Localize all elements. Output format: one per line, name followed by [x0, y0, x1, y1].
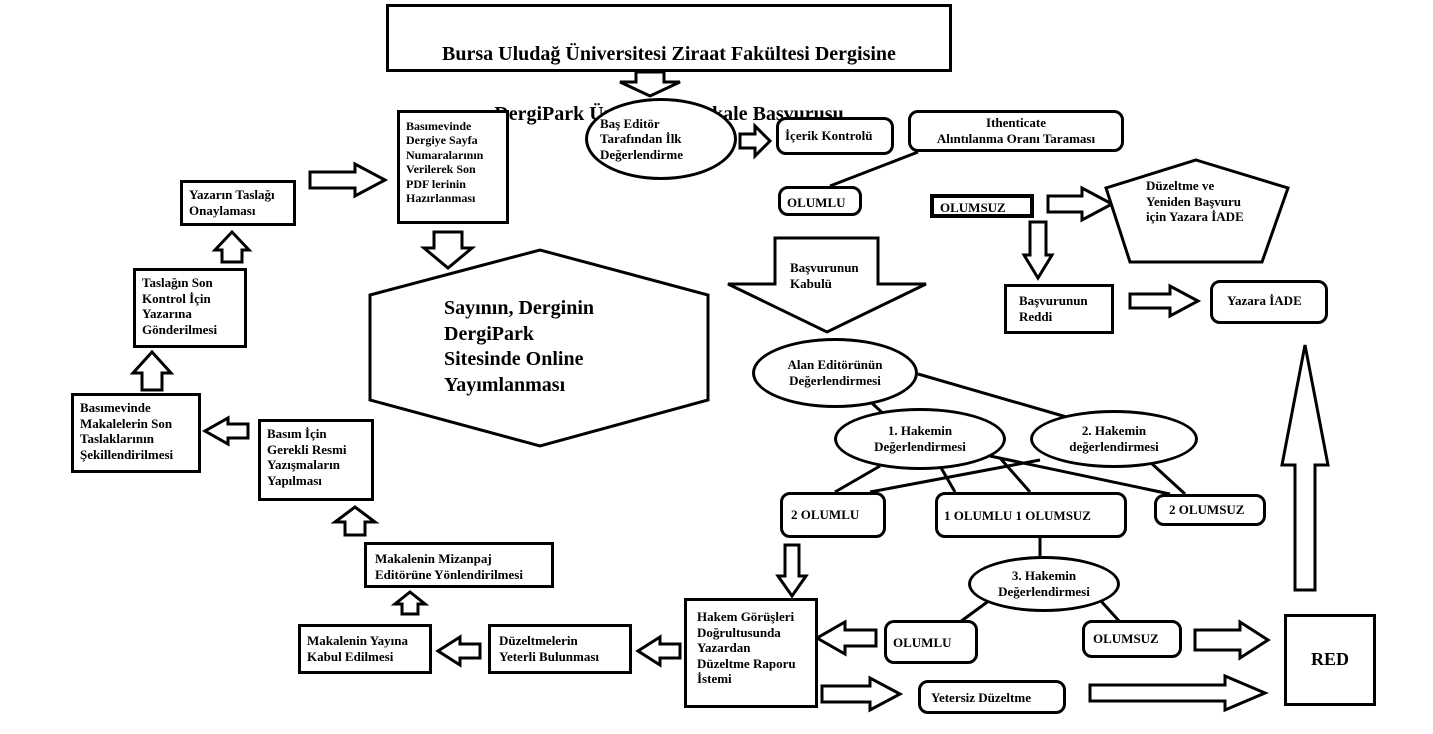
iki-olumlu-node: 2 OLUMLU [780, 492, 886, 538]
olumlu-top-node: OLUMLU [778, 186, 862, 216]
makalenin-kabul-node: Makalenin Yayına Kabul Edilmesi [298, 624, 432, 674]
arrow-up-taslagin [211, 229, 253, 264]
hexagon-sayinin [368, 248, 710, 448]
basvurunun-kabulu-label: Başvurunun Kabulü [790, 260, 859, 291]
arrow-left-duzeltme [435, 634, 482, 668]
arrow-down-olumsuz [1021, 220, 1055, 281]
iki-olumsuz-node: 2 OLUMSUZ [1154, 494, 1266, 526]
arrow-right-editor [738, 122, 773, 160]
connector-hakem2-2olumsuz [1148, 460, 1187, 496]
connector-hakem2-2olumlu [869, 458, 1041, 494]
arrow-right-yetersiz [1088, 673, 1269, 713]
hakem1-node: 1. Hakemin Değerlendirmesi [834, 408, 1006, 470]
arrow-down-basimevinde-sayfa [419, 230, 477, 270]
arrow-down-kabul [727, 236, 927, 334]
hakem2-node: 2. Hakemin değerlendirmesi [1030, 410, 1198, 468]
red-node: RED [1284, 614, 1376, 706]
arrow-up-kabul [390, 590, 430, 616]
sayinin-label: Sayının, Derginin DergiPark Sitesinde On… [444, 297, 595, 396]
arrow-down-title [619, 70, 681, 98]
arrow-right-reddi [1128, 283, 1202, 319]
pentagon-duzeltme-iade [1104, 158, 1290, 264]
connector-hakem1-1olumlu [938, 465, 957, 493]
connector-hakem1-2olumlu [834, 464, 881, 494]
yazara-iade-node: Yazara İADE [1210, 280, 1328, 324]
connector-olumlu-icerik [829, 150, 919, 188]
olumsuz-bottom-node: OLUMSUZ [1082, 620, 1182, 658]
basimevinde-sayfa-node: Basımevinde Dergiye Sayfa Numaralarının … [397, 110, 509, 224]
arrow-right-olumsuz [1046, 185, 1116, 223]
duzeltme-iade-label: Düzeltme ve Yeniden Başvuru için Yazara … [1146, 178, 1244, 225]
yetersiz-duzeltme-node: Yetersiz Düzeltme [918, 680, 1066, 714]
arrow-left-basim [201, 415, 250, 447]
icerik-kontrolu-node: İçerik Kontrolü [776, 117, 894, 155]
hakem3-node: 3. Hakemin Değerlendirmesi [968, 556, 1120, 612]
arrow-up-red [1280, 344, 1330, 592]
arrow-right-hakem-gorusleri [820, 675, 904, 713]
olumlu-bottom-node: OLUMLU [884, 620, 978, 664]
basim-icin-node: Basım İçin Gerekli Resmi Yazışmaların Ya… [258, 419, 374, 501]
duzeltmelerin-yeterli-node: Düzeltmelerin Yeterli Bulunması [488, 624, 632, 674]
connector-hakem2-1olumlu [998, 457, 1032, 493]
arrow-down-2olumlu [775, 543, 809, 599]
bir-olumlu-bir-olumsuz-node: 1 OLUMLU 1 OLUMSUZ [935, 492, 1127, 538]
taslagin-son-node: Taslağın Son Kontrol İçin Yazarına Gönde… [133, 268, 247, 348]
hakem-gorusleri-node: Hakem Görüşleri Doğrultusunda Yazardan D… [684, 598, 818, 708]
yazarin-taslagi-node: Yazarın Taslağı Onaylaması [180, 180, 296, 226]
olumsuz-top-node: OLUMSUZ [930, 194, 1034, 218]
basvurunun-reddi-node: Başvurunun Reddi [1004, 284, 1114, 334]
arrow-right-yazarin [308, 161, 389, 199]
arrow-up-basimevinde [129, 349, 175, 392]
mizanpaj-node: Makalenin Mizanpaj Editörüne Yönlendiril… [364, 542, 554, 588]
ithenticate-node: Ithenticate Alıntılanma Oranı Taraması [908, 110, 1124, 152]
connector-hakem3-olumsuz [1098, 598, 1122, 624]
arrow-right-olumsuz-bottom [1193, 619, 1271, 661]
bas-editor-node: Baş Editör Tarafından İlk Değerlendirme [585, 98, 737, 180]
arrow-up-mizanpaj [330, 505, 380, 537]
alan-editoru-node: Alan Editörünün Değerlendirmesi [752, 338, 918, 408]
connector-alan-hakem2 [917, 372, 1071, 420]
connector-hakem3-olumlu [959, 598, 991, 624]
title-box: Bursa Uludağ Üniversitesi Ziraat Fakülte… [386, 4, 952, 125]
arrow-left-hakem [635, 634, 682, 668]
arrow-left-olumlu [813, 619, 878, 657]
title-line-1: Bursa Uludağ Üniversitesi Ziraat Fakülte… [442, 43, 896, 65]
basimevinde-son-node: Basımevinde Makalelerin Son Taslaklarını… [71, 393, 201, 473]
